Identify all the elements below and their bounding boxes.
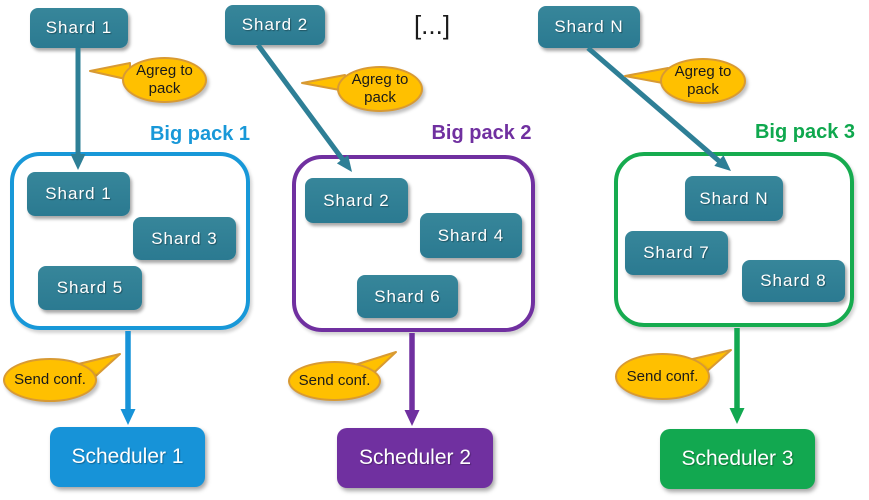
big-pack-1-container: [10, 152, 250, 330]
pack3-shard-8: Shard 8: [742, 260, 845, 302]
big-pack-1-label: Big pack 1: [149, 123, 251, 145]
pack2-shard-4: Shard 4: [420, 213, 522, 258]
big-pack-3-container: [614, 152, 854, 327]
pack1-shard-1: Shard 1: [27, 172, 130, 216]
arrow-pack1-to-scheduler1: [120, 331, 136, 425]
agreg-callout-2: Agreg to pack: [337, 66, 423, 112]
shard-node-top-n: Shard N: [538, 6, 640, 48]
ellipsis-more-shards: [...]: [413, 10, 451, 40]
agreg-callout-3: Agreg to pack: [660, 58, 746, 104]
pack2-shard-2: Shard 2: [305, 178, 408, 223]
send-callout-2: Send conf.: [288, 361, 381, 401]
scheduler-2-node: Scheduler 2: [337, 428, 493, 488]
shard-node-top-1: Shard 1: [30, 8, 128, 48]
agreg-callout-1: Agreg to pack: [122, 57, 207, 103]
send-callout-3: Send conf.: [615, 353, 710, 400]
pack3-shard-7: Shard 7: [625, 231, 728, 275]
big-pack-2-container: [292, 155, 535, 332]
send-callout-1: Send conf.: [3, 358, 97, 402]
big-pack-3-label: Big pack 3: [754, 121, 856, 143]
pack1-shard-3: Shard 3: [133, 217, 236, 260]
scheduler-1-node: Scheduler 1: [50, 427, 205, 487]
pack1-shard-5: Shard 5: [38, 266, 142, 310]
big-pack-2-label: Big pack 2: [431, 122, 532, 144]
pack2-shard-6: Shard 6: [357, 275, 458, 318]
scheduler-3-node: Scheduler 3: [660, 429, 815, 489]
arrow-shard2-to-pack2: [255, 43, 352, 172]
arrow-pack3-to-scheduler3: [729, 328, 745, 424]
arrow-pack2-to-scheduler2: [404, 333, 420, 426]
shard-node-top-2: Shard 2: [225, 5, 325, 45]
pack3-shard-n: Shard N: [685, 176, 783, 221]
